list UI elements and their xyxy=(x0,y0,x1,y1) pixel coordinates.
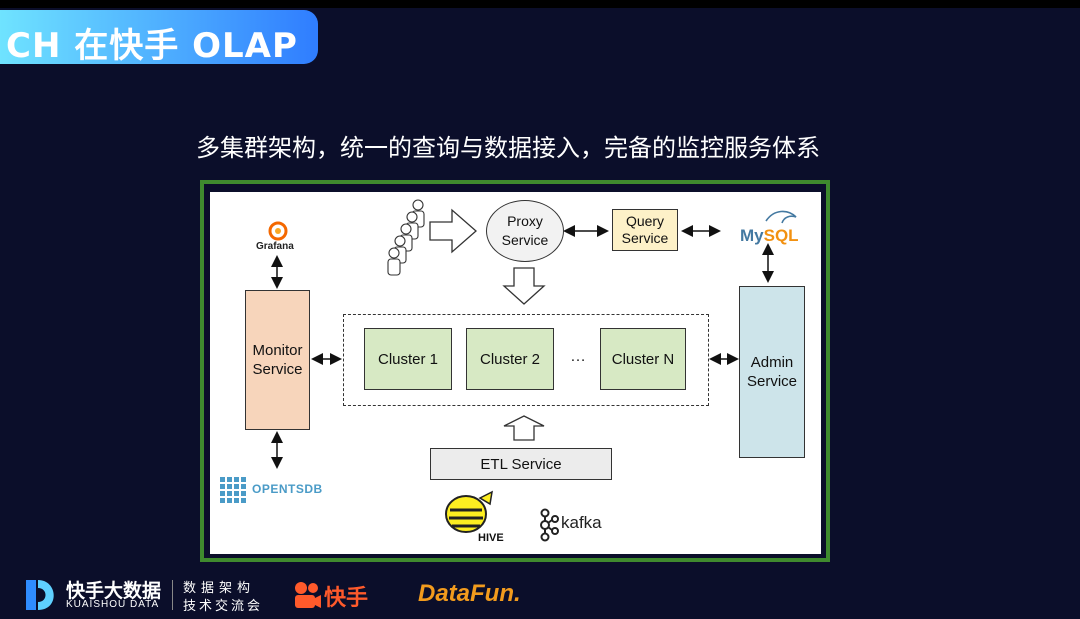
kuaishou-icon xyxy=(295,582,321,608)
monitor-service-label: Monitor Service xyxy=(252,342,303,378)
query-service-label: Query Service xyxy=(621,213,669,246)
etl-service-label: ETL Service xyxy=(480,455,562,473)
hive-label: HIVE xyxy=(478,532,504,544)
proxy-service-label: Proxy Service xyxy=(501,213,549,248)
users-to-proxy-arrow xyxy=(429,208,477,254)
etl-to-clusters-arrow xyxy=(503,415,545,441)
admin-service-label: Admin Service xyxy=(746,354,798,390)
monitor-service-node: Monitor Service xyxy=(245,290,310,430)
cluster-node: Cluster N xyxy=(600,328,686,390)
kafka-icon xyxy=(540,508,559,542)
slide-title: CH 在快手 OLAP xyxy=(6,26,298,66)
etl-service-node: ETL Service xyxy=(430,448,612,480)
footer-tagline-1: 数据架构 xyxy=(183,581,256,596)
proxy-service-node: Proxy Service xyxy=(486,200,564,262)
cluster-ellipsis: … xyxy=(570,348,586,365)
slide-subtitle: 多集群架构，统一的查询与数据接入，完备的监控服务体系 xyxy=(196,134,820,162)
hive-bee-icon xyxy=(445,490,493,533)
grafana-icon xyxy=(268,221,288,241)
kuaishou-data-logo-icon xyxy=(26,580,54,610)
opentsdb-icon xyxy=(220,477,246,503)
kuaishou-brand: 快手 xyxy=(324,586,369,611)
datafun-brand: DataFun. xyxy=(418,580,521,607)
cluster-node: Cluster 1 xyxy=(364,328,452,390)
cluster-label: Cluster 2 xyxy=(479,350,541,368)
opentsdb-label: OPENTSDB xyxy=(252,482,323,496)
cluster-group xyxy=(343,314,709,406)
footer-tagline-2: 技术交流会 xyxy=(183,599,264,614)
mysql-label-sql: SQL xyxy=(763,226,799,245)
cluster-label: Cluster N xyxy=(611,350,675,368)
kafka-label: kafka xyxy=(561,513,602,532)
cluster-label: Cluster 1 xyxy=(377,350,439,368)
title-banner: CH 在快手 OLAP xyxy=(0,10,318,66)
grafana-label: Grafana xyxy=(256,241,294,252)
footer-divider xyxy=(172,580,173,610)
cluster-node: Cluster 2 xyxy=(466,328,554,390)
mysql-dolphin-icon xyxy=(765,210,797,224)
top-strip xyxy=(0,0,1080,8)
mysql-label-my: My xyxy=(740,226,764,245)
kuaishou-data-brand: 快手大数据 xyxy=(66,580,162,602)
kuaishou-data-brand-en: KUAISHOU DATA xyxy=(66,599,160,610)
query-service-node: Query Service xyxy=(612,209,678,251)
admin-service-node: Admin Service xyxy=(739,286,805,458)
proxy-to-clusters-arrow xyxy=(502,267,546,305)
mysql-logo: MySQL xyxy=(740,226,799,246)
users-icon xyxy=(387,199,425,276)
